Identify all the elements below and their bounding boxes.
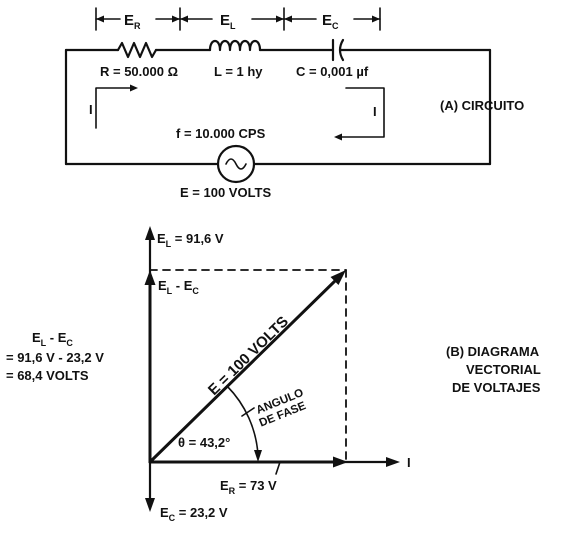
er-label: ER = 73 V xyxy=(220,478,277,496)
phasor-diagram: EL = 91,6 V EL - EC EC = 23,2 V I ER = 7… xyxy=(6,226,541,523)
circuit-caption: (A) CIRCUITO xyxy=(440,98,524,113)
ac-source-symbol xyxy=(216,144,256,184)
side-calc-line1: EL - EC xyxy=(32,330,73,348)
capacitor-symbol xyxy=(331,38,345,62)
side-calc-line2: = 91,6 V - 23,2 V xyxy=(6,350,104,365)
frequency-label: f = 10.000 CPS xyxy=(176,126,266,141)
theta-label: θ = 43,2° xyxy=(178,435,230,450)
diagram-caption-line1: (B) DIAGRAMA xyxy=(446,344,540,359)
inductor-value: L = 1 hy xyxy=(214,64,263,79)
diagram-caption-line3: DE VOLTAJES xyxy=(452,380,541,395)
source-voltage-label: E = 100 VOLTS xyxy=(180,185,271,200)
resultant-label: E = 100 VOLTS xyxy=(205,313,292,399)
current-axis-label: I xyxy=(407,455,411,470)
side-calc-line3: = 68,4 VOLTS xyxy=(6,368,89,383)
voltage-dimension-line xyxy=(95,7,381,31)
resistor-value: R = 50.000 Ω xyxy=(100,64,178,79)
series-rlc-circuit: ER EL EC R = 50.000 Ω L = 1 hy C xyxy=(64,7,524,200)
current-label-left: I xyxy=(89,102,93,117)
phase-angle-label: ANGULODE FASE xyxy=(253,387,310,430)
capacitor-value: C = 0,001 µf xyxy=(296,64,369,79)
resultant-vector xyxy=(148,276,340,464)
er-label: ER xyxy=(124,12,141,31)
diagram-caption-line2: VECTORIAL xyxy=(466,362,541,377)
circuit-wires xyxy=(64,39,492,166)
phase-angle-arc xyxy=(226,385,259,456)
ec-label: EC xyxy=(322,12,339,31)
el-minus-ec-label: EL - EC xyxy=(158,278,199,296)
ec-label: EC = 23,2 V xyxy=(160,505,228,523)
el-axis-label: EL = 91,6 V xyxy=(157,231,224,249)
current-arrow-left xyxy=(95,84,138,129)
current-label-right: I xyxy=(373,104,377,119)
el-label: EL xyxy=(220,12,236,31)
current-arrow-right xyxy=(334,87,385,141)
